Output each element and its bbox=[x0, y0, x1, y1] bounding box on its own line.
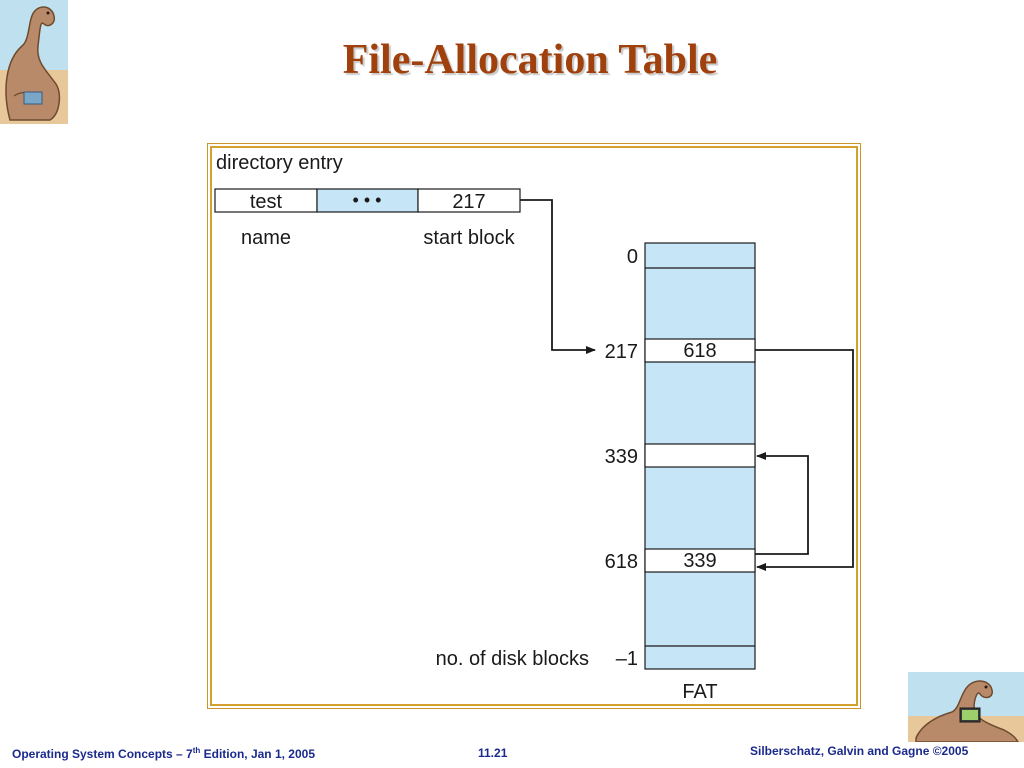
entry-middle-value: • • • bbox=[353, 190, 382, 210]
dinosaur-logo-bottom-right bbox=[908, 672, 1024, 742]
footer-course-prefix: Operating System Concepts – 7 bbox=[12, 747, 193, 761]
footer-course-sup: th bbox=[192, 746, 201, 755]
start-block-caption: start block bbox=[423, 227, 515, 249]
footer-course-title: Operating System Concepts – 7th Edition,… bbox=[12, 746, 315, 761]
diagram-frame-outer bbox=[207, 143, 861, 709]
footer-course-suffix: Edition, Jan 1, 2005 bbox=[200, 747, 316, 761]
fat-index-0: 0 bbox=[627, 246, 638, 268]
fat-index-339: 339 bbox=[605, 446, 638, 468]
directory-entry-label: directory entry bbox=[216, 152, 343, 174]
fat-index-217: 217 bbox=[605, 341, 638, 363]
fat-value-217: 618 bbox=[683, 340, 716, 362]
fat-value-618: 339 bbox=[683, 550, 716, 572]
fat-last-value: –1 bbox=[616, 648, 638, 670]
footer-copyright: Silberschatz, Galvin and Gagne ©2005 bbox=[750, 744, 969, 758]
fat-row-618 bbox=[644, 548, 756, 573]
fat-last-label: no. of disk blocks bbox=[436, 648, 589, 670]
fat-index-618: 618 bbox=[605, 551, 638, 573]
arrow-217-to-618 bbox=[755, 349, 854, 571]
dinosaur-logo-top-left bbox=[0, 0, 68, 124]
fat-caption: FAT bbox=[682, 681, 717, 703]
name-caption: name bbox=[241, 227, 291, 249]
fat-row-339 bbox=[644, 443, 756, 468]
footer-page-number: 11.21 bbox=[478, 746, 508, 760]
arrow-start-to-217 bbox=[520, 199, 596, 354]
entry-name-value: test bbox=[250, 191, 283, 213]
arrow-618-to-339 bbox=[755, 452, 809, 555]
slide-title: File-Allocation Table bbox=[342, 37, 718, 83]
diagram-frame bbox=[210, 146, 858, 706]
entry-start-value: 217 bbox=[452, 191, 485, 213]
